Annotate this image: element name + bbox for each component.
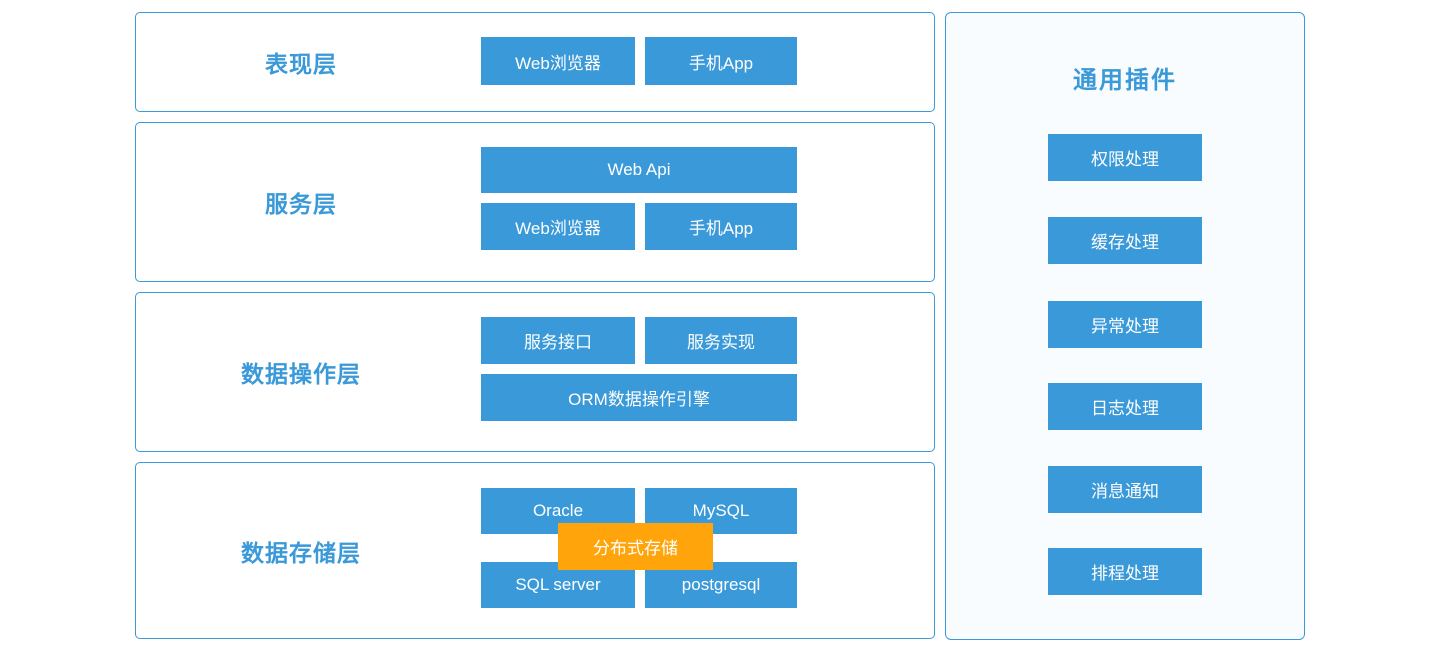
node-mobile-app: 手机App bbox=[645, 203, 797, 250]
node-web-browser: Web浏览器 bbox=[481, 203, 635, 250]
plugins-panel: 通用插件 权限处理 缓存处理 异常处理 日志处理 消息通知 排程处理 bbox=[945, 12, 1305, 640]
plugins-panel-title: 通用插件 bbox=[1073, 67, 1177, 94]
plugin-cache: 缓存处理 bbox=[1048, 217, 1202, 264]
plugin-log: 日志处理 bbox=[1048, 383, 1202, 430]
node-web-browser: Web浏览器 bbox=[481, 37, 635, 85]
layer-data-operation-label: 数据操作层 bbox=[241, 361, 361, 387]
layer-service-label: 服务层 bbox=[265, 191, 337, 217]
layer-service: 服务层 Web Api Web浏览器 手机App bbox=[135, 122, 935, 282]
node-distributed-storage: 分布式存储 bbox=[558, 523, 713, 570]
node-postgresql: postgresql bbox=[645, 562, 797, 608]
layer-data-storage: 数据存储层 Oracle MySQL SQL server postgresql… bbox=[135, 462, 935, 639]
node-service-interface: 服务接口 bbox=[481, 317, 635, 364]
node-mobile-app: 手机App bbox=[645, 37, 797, 85]
node-service-implementation: 服务实现 bbox=[645, 317, 797, 364]
plugin-schedule: 排程处理 bbox=[1048, 548, 1202, 595]
node-orm-engine: ORM数据操作引擎 bbox=[481, 374, 797, 421]
plugin-exception: 异常处理 bbox=[1048, 301, 1202, 348]
layer-data-operation: 数据操作层 服务接口 服务实现 ORM数据操作引擎 bbox=[135, 292, 935, 452]
node-sql-server: SQL server bbox=[481, 562, 635, 608]
plugin-notification: 消息通知 bbox=[1048, 466, 1202, 513]
plugin-permission: 权限处理 bbox=[1048, 134, 1202, 181]
layer-data-storage-label: 数据存储层 bbox=[241, 539, 361, 566]
layer-presentation-label: 表现层 bbox=[265, 51, 337, 77]
node-web-api: Web Api bbox=[481, 147, 797, 193]
layer-presentation: 表现层 Web浏览器 手机App bbox=[135, 12, 935, 112]
